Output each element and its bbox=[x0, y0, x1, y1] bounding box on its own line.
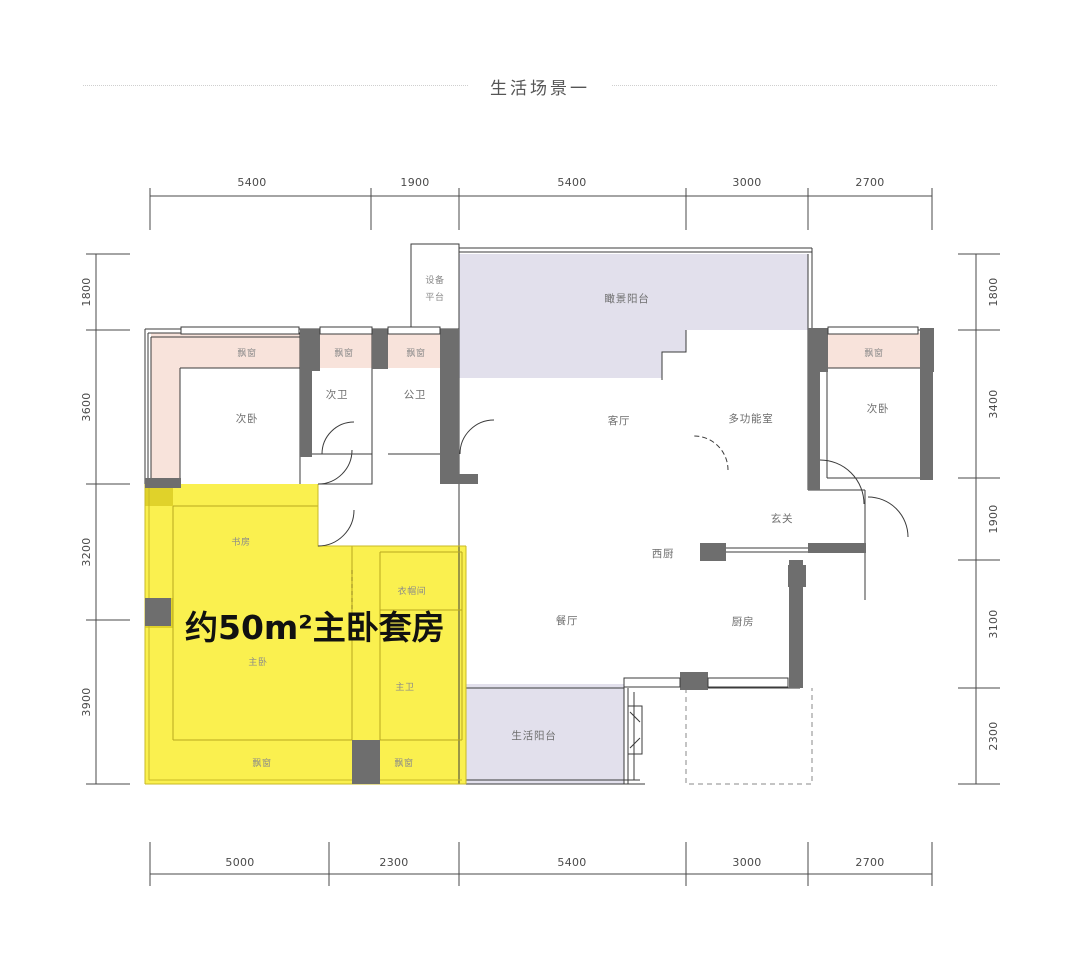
fill-master-suite-wall-b bbox=[145, 484, 173, 506]
door-swings bbox=[317, 419, 909, 547]
label-dining-room: 餐厅 bbox=[556, 614, 579, 627]
dim-top-2: 5400 bbox=[557, 176, 586, 189]
label-bay-window-5: 飘窗 bbox=[252, 757, 271, 769]
label-living-room: 客厅 bbox=[608, 414, 631, 427]
dimension-labels-top: 5400 1900 5400 3000 2700 bbox=[237, 176, 884, 189]
dim-right-1: 3400 bbox=[987, 389, 1000, 418]
dim-right-2: 1900 bbox=[987, 504, 1000, 533]
dimension-labels-bottom: 5000 2300 5400 3000 2700 bbox=[225, 856, 884, 869]
label-service-balcony: 生活阳台 bbox=[511, 729, 556, 742]
dimensions-left bbox=[86, 253, 130, 785]
structural-walls bbox=[145, 328, 934, 784]
label-study-room: 书房 bbox=[231, 536, 250, 548]
page-title: 生活场景一 bbox=[490, 78, 590, 99]
dim-left-1: 3600 bbox=[80, 392, 93, 421]
dim-left-3: 3900 bbox=[80, 687, 93, 716]
dimensions-top bbox=[149, 188, 933, 230]
header-rule-left bbox=[83, 85, 468, 87]
label-public-bathroom: 公卫 bbox=[404, 389, 427, 401]
label-view-balcony: 瞰景阳台 bbox=[604, 292, 649, 305]
dim-top-1: 1900 bbox=[400, 176, 429, 189]
dimensions-right bbox=[958, 253, 1000, 785]
label-secondary-bedroom-left: 次卧 bbox=[236, 412, 259, 425]
fill-master-suite bbox=[145, 484, 466, 784]
dim-bottom-3: 3000 bbox=[732, 856, 761, 869]
room-labels: 设备 平台 瞰景阳台 次卧 次卫 公卫 客厅 多功能室 次卧 玄关 西厨 书房 … bbox=[231, 274, 890, 742]
header-rule-right bbox=[612, 85, 997, 87]
fill-bay-pink-right bbox=[827, 333, 932, 368]
fill-service-balcony bbox=[466, 684, 624, 784]
dim-bottom-2: 5400 bbox=[557, 856, 586, 869]
dim-right-4: 2300 bbox=[987, 721, 1000, 750]
label-entrance-foyer: 玄关 bbox=[771, 512, 794, 525]
dimension-labels-right: 1800 3400 1900 3100 2300 bbox=[987, 277, 1000, 750]
label-walk-in-closet: 衣帽间 bbox=[398, 585, 427, 597]
dim-top-4: 2700 bbox=[855, 176, 884, 189]
fill-view-balcony bbox=[459, 254, 808, 378]
dim-right-3: 3100 bbox=[987, 609, 1000, 638]
label-equipment-platform-line1: 设备 bbox=[425, 274, 444, 286]
label-western-kitchen: 西厨 bbox=[652, 548, 675, 560]
fill-bay-pink-left bbox=[151, 333, 300, 480]
dim-left-0: 1800 bbox=[80, 277, 93, 306]
label-secondary-bedroom-right: 次卧 bbox=[867, 402, 890, 415]
fill-bay-pink-cw bbox=[320, 333, 372, 368]
label-master-bathroom: 主卫 bbox=[395, 681, 414, 693]
dim-bottom-4: 2700 bbox=[855, 856, 884, 869]
label-equipment-platform-line2: 平台 bbox=[425, 291, 444, 303]
dim-top-0: 5400 bbox=[237, 176, 266, 189]
label-bay-window-4: 飘窗 bbox=[864, 347, 883, 359]
label-bay-window-3: 飘窗 bbox=[406, 347, 425, 359]
label-bay-window-1: 飘窗 bbox=[237, 347, 256, 359]
dim-left-2: 3200 bbox=[80, 537, 93, 566]
label-bay-window-6: 飘窗 bbox=[394, 757, 413, 769]
dim-top-3: 3000 bbox=[732, 176, 761, 189]
label-kitchen: 厨房 bbox=[732, 615, 755, 628]
label-master-bedroom: 主卧 bbox=[248, 656, 267, 668]
sliding-door-symbol bbox=[627, 705, 643, 755]
window-openings bbox=[180, 326, 919, 688]
dim-bottom-0: 5000 bbox=[225, 856, 254, 869]
fill-bay-pink-pw bbox=[388, 333, 450, 368]
dim-bottom-1: 2300 bbox=[379, 856, 408, 869]
label-secondary-bathroom: 次卫 bbox=[326, 388, 349, 401]
page-header: 生活场景一 bbox=[0, 66, 1080, 106]
label-multifunction-room: 多功能室 bbox=[728, 412, 773, 425]
dimension-labels-left: 1800 3600 3200 3900 bbox=[80, 277, 93, 716]
dimensions-bottom bbox=[149, 842, 933, 886]
label-bay-window-2: 飘窗 bbox=[334, 347, 353, 359]
dim-right-0: 1800 bbox=[987, 277, 1000, 306]
bay-window-labels: 飘窗 飘窗 飘窗 飘窗 飘窗 飘窗 bbox=[237, 347, 883, 769]
master-suite-callout: 约50m²主卧套房 bbox=[185, 608, 445, 647]
